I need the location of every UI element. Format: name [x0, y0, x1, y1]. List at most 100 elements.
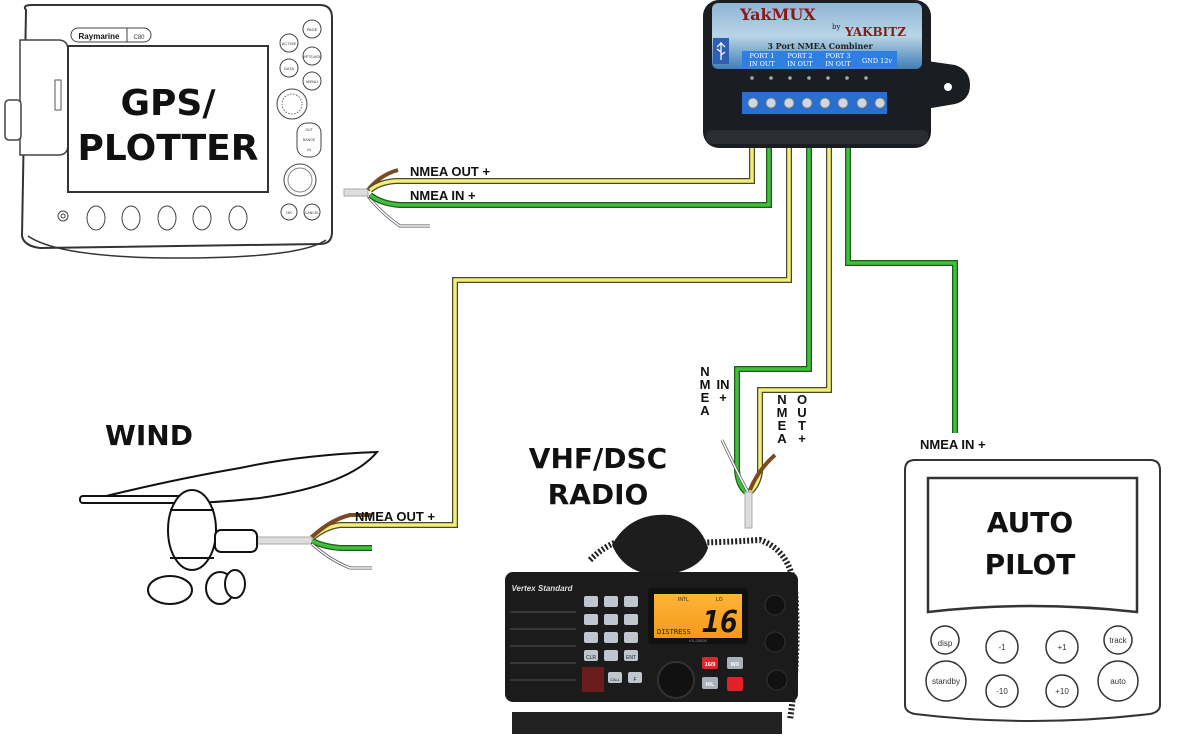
radio-label-line1: VHF/DSC: [529, 442, 667, 475]
gps-btn-range[interactable]: [296, 122, 322, 158]
nmea-vertical-in-n: N: [700, 364, 709, 379]
mount-knob: [4, 99, 22, 141]
autopilot-btn-standby[interactable]: [925, 660, 967, 702]
gps-plotter-device: Raymarine C80 GPS/ PLOTTER PAGE ACTIVE W…: [4, 4, 333, 259]
wires: [254, 132, 958, 570]
port2-label: PORT 2: [787, 52, 812, 60]
gps-model: C80: [133, 35, 145, 41]
mounting-hole: [944, 83, 952, 91]
gps-btn-page[interactable]: PAGE: [307, 27, 318, 32]
gps-btn-cancel[interactable]: CANCEL: [305, 211, 319, 215]
radio-indicator-intl: INTL: [678, 597, 689, 603]
svg-text:N: N: [777, 392, 786, 407]
wind-sensor-device: [79, 450, 380, 605]
radio-key-clr[interactable]: CLR: [586, 655, 596, 661]
svg-text:+10: +10: [1055, 687, 1069, 696]
wind-label: WIND: [105, 419, 193, 452]
svg-text:RANGE: RANGE: [303, 138, 316, 142]
gps-softkey-4[interactable]: [192, 205, 212, 231]
radio-label-line2: RADIO: [548, 478, 649, 511]
radio-squelch-knob[interactable]: [764, 631, 786, 653]
label-autopilot-nmea-in: NMEA IN +: [920, 437, 986, 452]
gps-btn-data[interactable]: DATA: [284, 66, 294, 71]
svg-text:IN: IN: [717, 377, 730, 392]
radio-volume-knob[interactable]: [764, 594, 786, 616]
gps-softkey-3[interactable]: [157, 205, 177, 231]
svg-text:A: A: [700, 403, 710, 418]
label-gps-nmea-out: NMEA OUT +: [410, 164, 490, 179]
svg-text:-1: -1: [998, 643, 1006, 652]
radio-channel: 16: [702, 605, 738, 640]
radio-brand: Vertex Standard: [511, 584, 573, 593]
gps-label-line2: PLOTTER: [78, 128, 259, 169]
wire-autopilot-nmea-in: [845, 132, 958, 433]
autopilot-btn-plus10[interactable]: [1045, 674, 1079, 708]
autopilot-label-line1: AUTO: [987, 506, 1073, 539]
gps-brand: Raymarine: [79, 32, 120, 41]
wind-cable-jacket: [254, 536, 313, 545]
gps-side-buttons: PAGE ACTIVE WPTS MOB DATA MENU OUT RANGE…: [276, 19, 322, 221]
radio-red-button[interactable]: [727, 677, 743, 691]
mux-by: by: [832, 23, 840, 31]
gps-cable-jacket: [343, 188, 369, 197]
gps-softkey-5[interactable]: [228, 205, 248, 231]
label-wind-nmea-out: NMEA OUT +: [355, 509, 435, 524]
svg-text:U: U: [797, 405, 806, 420]
radio-key-16-9[interactable]: 16/9: [705, 662, 716, 668]
svg-text:+: +: [798, 431, 806, 446]
power-label: GND 12v: [862, 57, 892, 65]
autopilot-btn-auto[interactable]: [1097, 660, 1139, 702]
gps-softkey-2[interactable]: [121, 205, 141, 231]
svg-text:standby: standby: [932, 677, 960, 686]
gps-soft-keys: [57, 205, 248, 231]
autopilot-btn-disp[interactable]: [930, 625, 960, 655]
gps-screen: [67, 45, 269, 193]
mux-subtitle: 3 Port NMEA Combiner: [767, 41, 873, 51]
radio-distress-button[interactable]: [582, 667, 604, 692]
radio-status: DISTRESS: [657, 628, 691, 636]
svg-text:M: M: [700, 377, 711, 392]
radio-cable-jacket: [744, 491, 753, 529]
radio-microphone: [612, 514, 708, 575]
gps-power-button[interactable]: [57, 210, 69, 222]
mux-port-strip: [742, 51, 897, 67]
radio-key-hl[interactable]: H/L: [706, 682, 716, 688]
port1-label: PORT 1: [749, 52, 774, 60]
radio-channel-knob[interactable]: [657, 661, 695, 699]
mux-maker: YAKBITZ: [844, 25, 906, 39]
radio-key-call[interactable]: CALL: [610, 677, 621, 682]
svg-text:IN OUT: IN OUT: [825, 60, 851, 68]
svg-text:+: +: [719, 390, 727, 405]
svg-text:track: track: [1109, 636, 1127, 645]
gps-btn-wpts[interactable]: WPTS MOB: [302, 55, 322, 59]
svg-text:A: A: [777, 431, 787, 446]
gps-btn-active[interactable]: ACTIVE: [282, 41, 297, 46]
wind-vane: [89, 450, 380, 504]
label-gps-nmea-in: NMEA IN +: [410, 188, 476, 203]
autopilot-btn-track[interactable]: [1103, 625, 1133, 655]
autopilot-btn-minus1[interactable]: [985, 630, 1019, 664]
svg-text:E: E: [701, 390, 710, 405]
gps-btn-ok[interactable]: OK: [286, 210, 292, 215]
radio-key-wx[interactable]: WX: [731, 662, 740, 668]
radio-keypad: [584, 596, 642, 683]
gps-softkey-1[interactable]: [86, 205, 106, 231]
svg-text:+1: +1: [1057, 643, 1067, 652]
autopilot-device: AUTO PILOT disp -1 +1 track standby -10 …: [904, 459, 1161, 722]
autopilot-btn-plus1[interactable]: [1045, 630, 1079, 664]
svg-text:O: O: [797, 392, 807, 407]
mux-brand: YakMUX: [739, 5, 816, 24]
wind-cup-1: [147, 575, 193, 605]
svg-text:-10: -10: [996, 687, 1008, 696]
svg-text:IN OUT: IN OUT: [749, 60, 775, 68]
gps-label-line1: GPS/: [120, 83, 216, 124]
radio-key-ent[interactable]: ENT: [626, 655, 636, 661]
autopilot-screen: [926, 476, 1139, 614]
yakmux-combiner: YakMUX by YAKBITZ 3 Port NMEA Combiner P…: [703, 0, 970, 148]
svg-text:T: T: [798, 418, 806, 433]
autopilot-btn-minus10[interactable]: [985, 674, 1019, 708]
gps-btn-menu[interactable]: MENU: [306, 79, 318, 84]
radio-key-f[interactable]: F: [633, 677, 636, 683]
svg-text:IN OUT: IN OUT: [787, 60, 813, 68]
